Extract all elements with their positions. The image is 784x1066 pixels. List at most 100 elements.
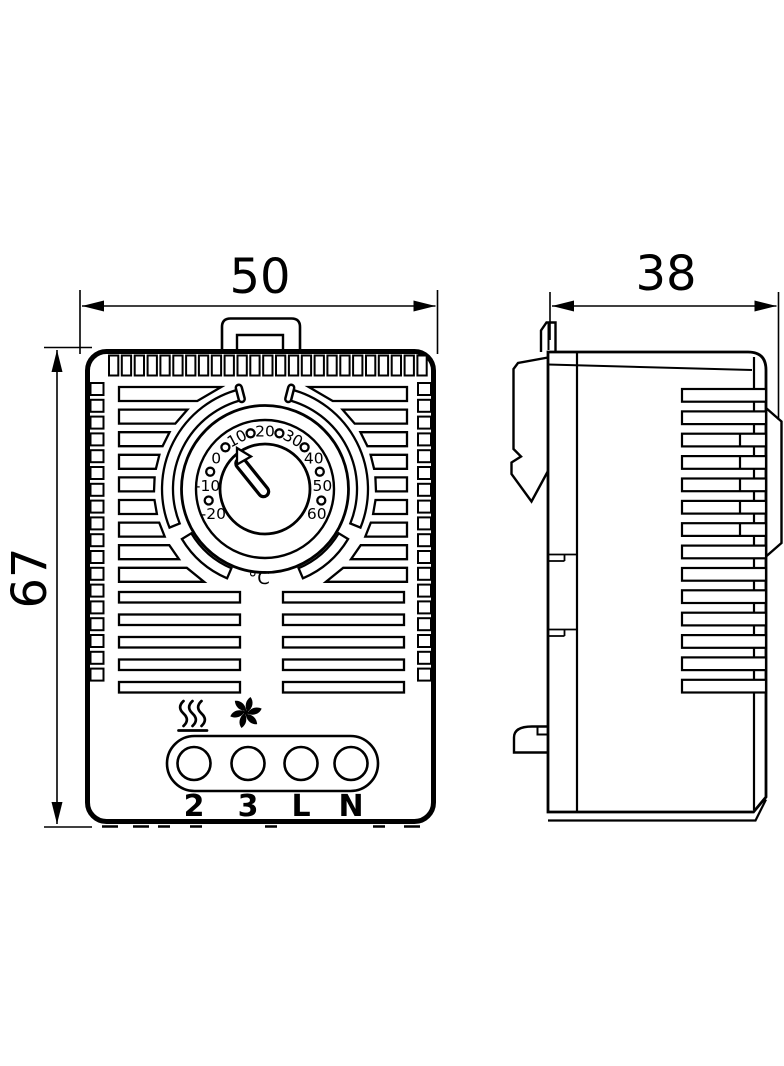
din-clip-lower-hook [512, 725, 548, 754]
front-case-outline [85, 349, 436, 824]
arrowhead-left [552, 300, 574, 312]
louvre-slot [680, 410, 768, 426]
louvre-slot [680, 611, 768, 627]
louvre-slot [680, 387, 768, 403]
hatch-cell [417, 449, 432, 464]
louvre-slot [117, 431, 172, 448]
hatch-cell [403, 354, 415, 377]
louvre-slot [371, 498, 409, 516]
hatch-cell [417, 634, 432, 648]
hatch-cell [365, 354, 377, 377]
louvre-slot [363, 521, 409, 538]
louvre-slot [117, 385, 226, 403]
terminal-label-3: 3 [238, 789, 259, 824]
louvre-slot [117, 590, 242, 604]
louvre-slot [680, 566, 768, 582]
hatch-cell [172, 354, 184, 377]
dial-scale-label: -20 [201, 505, 226, 523]
scale-dot [205, 466, 216, 477]
side-panel-separator-1 [548, 553, 577, 562]
dial-scale-label: 50 [313, 477, 333, 495]
hatch-cell [390, 354, 403, 377]
fan-blade [239, 713, 247, 728]
hatch-cell [146, 354, 158, 377]
hatch-cell [339, 354, 351, 377]
dial-unit-label: °C [248, 568, 270, 589]
louvre-slot [369, 453, 409, 470]
hatch-cell [89, 533, 105, 548]
terminal-block: 2 3 L N [165, 734, 380, 824]
hatch-cell [417, 600, 432, 615]
louvre-slot [680, 499, 768, 515]
fan-blade [247, 707, 262, 715]
fan-blade [234, 700, 247, 712]
dimension-depth: 38 [549, 246, 780, 420]
louvre-slot [117, 613, 242, 627]
arc-end-tick [237, 386, 244, 401]
side-view [510, 321, 783, 822]
louvre-slot [117, 498, 159, 516]
louvre-slot [117, 453, 161, 470]
arrowhead-top [51, 350, 63, 372]
hatch-cell [417, 566, 432, 581]
hatch-cell [89, 634, 105, 648]
extension-lines [44, 346, 92, 828]
hatch-cell [416, 354, 428, 377]
louvre-slot [117, 658, 242, 672]
dial-arc-louvres [160, 383, 370, 580]
hatch-cell [417, 499, 432, 514]
dial-inner-ring [194, 418, 336, 560]
hatch-cell [89, 499, 105, 514]
front-side-hatch [89, 382, 432, 682]
fan-icon [230, 697, 262, 728]
dial-scale-label: 20 [255, 423, 275, 441]
hatch-cell [89, 667, 105, 682]
louvre-slot [680, 589, 768, 605]
louvre-slot [680, 678, 768, 694]
scale-dot [299, 442, 310, 453]
louvre-slot [117, 544, 182, 561]
thermostat-dial: -20 -10 0 10 20 30 40 50 60 °C [160, 383, 370, 589]
knob-slot-inner [237, 460, 267, 495]
din-clip-upper [510, 356, 550, 504]
hatch-cell [89, 466, 105, 480]
louvre-slot [340, 408, 409, 425]
terminal-hole-L [283, 745, 319, 782]
extension-lines [549, 292, 780, 420]
hatch-cell [89, 516, 105, 531]
louvre-slot [117, 680, 242, 694]
front-louvres-lower [117, 590, 406, 694]
hatch-cell [417, 667, 432, 682]
scale-dot [203, 495, 214, 506]
terminal-hole-N [333, 745, 369, 782]
louvre-slot [680, 656, 768, 672]
scale-dot [274, 428, 285, 439]
side-panel-separator-2 [548, 628, 577, 637]
knob-pointer-triangle [235, 445, 254, 467]
fan-blade [245, 713, 258, 725]
scale-dot [316, 495, 327, 506]
front-top-hatch [108, 354, 428, 377]
hatch-cell [313, 354, 325, 377]
dial-scale-label: 40 [304, 450, 324, 468]
din-clip-lower-hook-step [536, 727, 548, 736]
terminal-label-N: N [338, 789, 363, 824]
hatch-cell [159, 354, 171, 377]
arrowhead-right [754, 300, 777, 312]
louvre-slot [117, 521, 167, 538]
terminal-hole-2 [176, 745, 212, 782]
hatch-cell [417, 482, 432, 497]
hatch-cell [89, 449, 105, 464]
arc-end-tick [286, 386, 293, 401]
louvre-slot [117, 635, 242, 649]
arc-louvre-slot [297, 531, 350, 580]
side-louvres [680, 387, 768, 694]
side-bottom-second-line [548, 799, 767, 822]
louvre-slot [117, 566, 208, 583]
dimension-depth-value: 38 [635, 246, 696, 302]
hatch-cell [377, 354, 390, 377]
louvre-slot [322, 566, 409, 583]
scale-dot [220, 442, 231, 453]
